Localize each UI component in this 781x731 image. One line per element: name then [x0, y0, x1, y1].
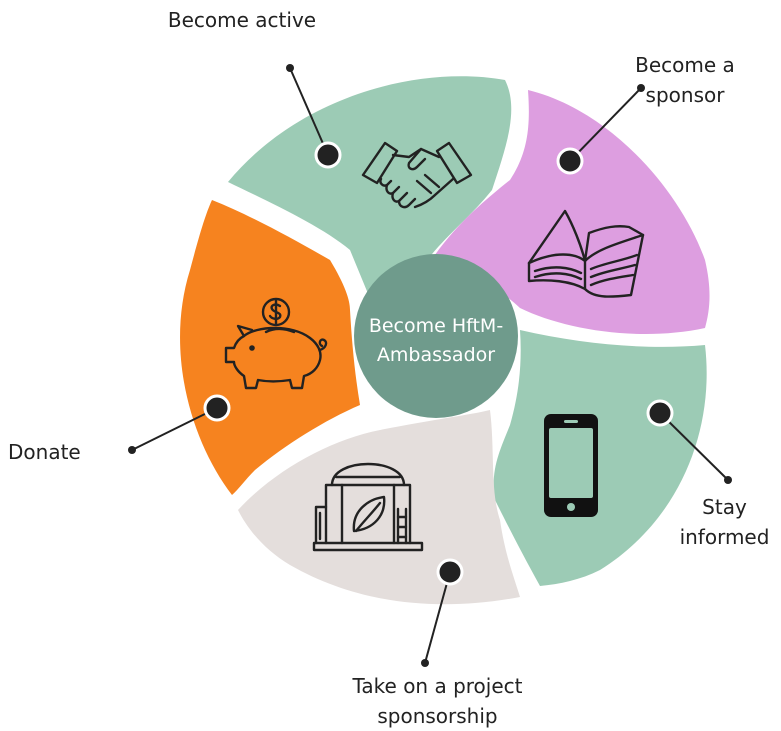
marker-dot-become-active[interactable]: [314, 141, 342, 169]
label-project-sponsorship-line-2: sponsorship: [377, 704, 498, 728]
label-become-sponsor-line-2: sponsor: [645, 83, 725, 107]
center-label: Become HftM- Ambassador: [352, 312, 520, 370]
handshake-icon: [361, 141, 473, 209]
label-become-active[interactable]: Become active: [162, 5, 322, 35]
pointer-line-become-active: [289, 67, 329, 156]
label-stay-informed-line-1: Stay: [702, 495, 747, 519]
open-book-icon: [527, 209, 645, 298]
label-donate-line-1: Donate: [8, 440, 81, 464]
marker-dot-become-sponsor[interactable]: [556, 147, 584, 175]
segment-become-sponsor[interactable]: [430, 90, 710, 335]
segment-project-sponsorship[interactable]: [238, 410, 520, 605]
pointer-lines: [131, 67, 729, 664]
label-become-active-line-1: Become active: [167, 8, 317, 32]
smartphone-icon: [544, 414, 598, 517]
marker-dot-project-sponsorship[interactable]: [436, 558, 464, 586]
pointer-end-dot-become-active: [286, 64, 294, 72]
label-project-sponsorship-line-1: Take on a project: [352, 674, 523, 698]
segment-stay-informed[interactable]: [493, 330, 707, 586]
label-stay-informed-line-2: informed: [679, 525, 770, 549]
center-label-line-2: Ambassador: [376, 344, 496, 366]
label-become-sponsor-line-1: Become a: [635, 53, 735, 77]
pointer-line-become-sponsor: [569, 87, 642, 162]
label-donate[interactable]: Donate: [8, 437, 98, 467]
marker-dots: [203, 141, 674, 586]
marker-dot-donate[interactable]: [203, 394, 231, 422]
pointer-line-donate: [131, 407, 218, 451]
pointer-end-dot-stay-informed: [724, 476, 732, 484]
piggy-bank-icon: [224, 297, 328, 390]
segment-donate[interactable]: [180, 200, 360, 495]
pointer-end-dot-donate: [128, 446, 136, 454]
center-circle[interactable]: [354, 254, 518, 418]
pointer-line-project-sponsorship: [424, 571, 451, 664]
pointer-end-dot-project-sponsorship: [421, 659, 429, 667]
label-project-sponsorship[interactable]: Take on a project sponsorship: [325, 671, 550, 731]
segment-become-active[interactable]: [228, 76, 512, 330]
label-stay-informed[interactable]: Stay informed: [672, 492, 777, 552]
pointer-end-dots: [128, 64, 732, 667]
label-become-sponsor[interactable]: Become a sponsor: [620, 50, 750, 110]
pointer-line-stay-informed: [659, 412, 729, 481]
pointer-end-dot-become-sponsor: [637, 84, 645, 92]
greenhouse-leaf-icon: [312, 462, 424, 552]
center-label-line-1: Become HftM-: [368, 315, 504, 337]
marker-dot-stay-informed[interactable]: [646, 399, 674, 427]
